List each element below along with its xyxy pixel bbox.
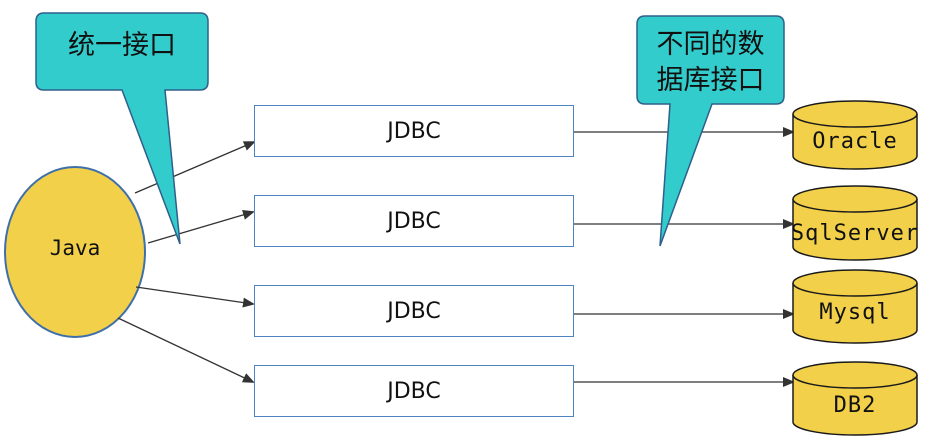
db-cylinder-db2 [792, 361, 918, 436]
db-label-db2: DB2 [833, 393, 877, 418]
arrow-java-to-jdbc-3 [135, 286, 255, 308]
jdbc-box-4: JDBC [254, 365, 574, 417]
db-cylinder-mysql [792, 269, 918, 344]
jdbc-box-2: JDBC [254, 195, 574, 247]
jdbc-box-3: JDBC [254, 285, 574, 337]
db-label-mysql: Mysql [819, 300, 891, 325]
jdbc-box-1: JDBC [254, 105, 574, 157]
db-cylinder-oracle [792, 100, 918, 170]
callout-right-text-line1: 不同的数 [656, 29, 765, 60]
db-label-sqlserver: SqlServer [790, 221, 920, 246]
java-label: Java [49, 236, 101, 260]
callout-different-db-interfaces [636, 15, 785, 247]
arrow-java-to-jdbc-2 [147, 210, 255, 244]
arrow-java-to-jdbc-1 [134, 141, 256, 194]
callout-left-text: 统一接口 [68, 30, 176, 61]
db-cylinder-sqlserver [792, 185, 918, 261]
arrow-java-to-jdbc-4 [117, 317, 255, 383]
callout-unified-interface [35, 12, 209, 245]
java-node [4, 166, 146, 338]
db-label-oracle: Oracle [812, 129, 898, 154]
callout-right-text-line2: 据库接口 [656, 65, 765, 96]
